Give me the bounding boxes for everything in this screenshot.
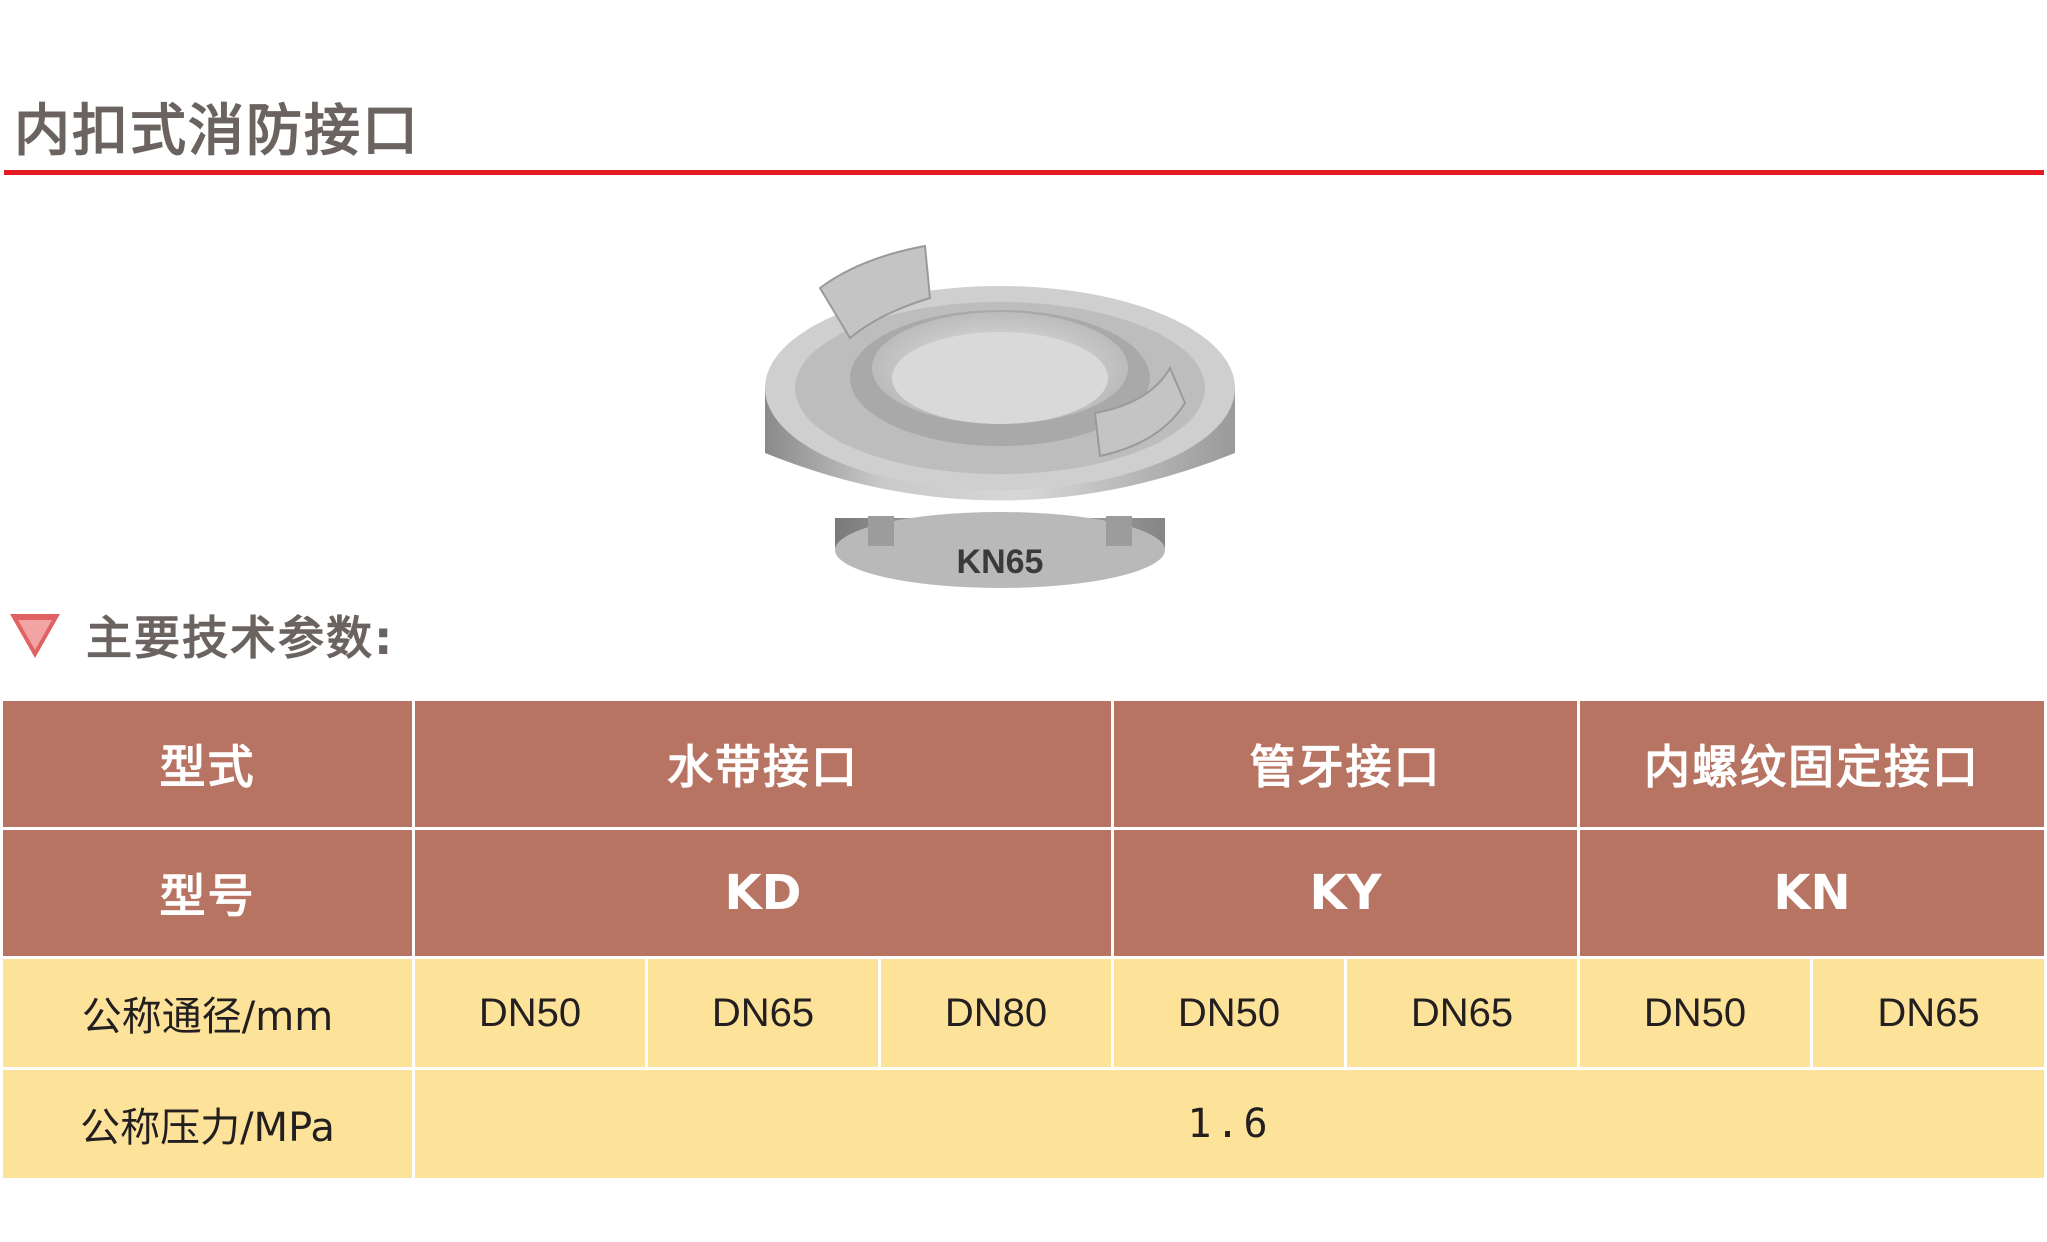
type-label: 型式 (0, 698, 415, 830)
type-hose: 水带接口 (412, 698, 1114, 830)
diameter-cell: DN65 (645, 956, 881, 1070)
page-title: 内扣式消防接口 (14, 99, 420, 164)
model-kn: KN (1577, 827, 2047, 959)
table-row-type: 型式 水带接口 管牙接口 内螺纹固定接口 (0, 698, 2047, 830)
table-row-pressure: 公称压力/MPa 1.6 (0, 1067, 2047, 1181)
section-heading: 主要技术参数: (6, 600, 394, 670)
model-label: 型号 (0, 827, 415, 959)
diameter-label: 公称通径/mm (0, 956, 415, 1070)
type-pipe-thread: 管牙接口 (1111, 698, 1580, 830)
table-row-diameter: 公称通径/mm DN50 DN65 DN80 DN50 DN65 DN50 DN… (0, 956, 2047, 1070)
coupling-illustration: KN65 (765, 244, 1235, 588)
coupling-engraving: KN65 (957, 543, 1044, 581)
diameter-cell: DN65 (1344, 956, 1580, 1070)
title-divider (4, 170, 2044, 175)
diameter-cell: DN50 (1577, 956, 1813, 1070)
type-internal-thread: 内螺纹固定接口 (1577, 698, 2047, 830)
pressure-label: 公称压力/MPa (0, 1067, 415, 1181)
spec-table: 型式 水带接口 管牙接口 内螺纹固定接口 型号 KD KY KN 公称通径/mm… (0, 698, 2047, 1181)
diameter-cell: DN50 (412, 956, 648, 1070)
triangle-marker-icon (10, 614, 60, 658)
diameter-cell: DN80 (878, 956, 1114, 1070)
pressure-value: 1.6 (412, 1067, 2047, 1181)
model-kd: KD (412, 827, 1114, 959)
section-heading-text: 主要技术参数: (86, 611, 395, 665)
diameter-cell: DN65 (1810, 956, 2047, 1070)
table-row-model: 型号 KD KY KN (0, 827, 2047, 959)
model-ky: KY (1111, 827, 1580, 959)
diameter-cell: DN50 (1111, 956, 1347, 1070)
